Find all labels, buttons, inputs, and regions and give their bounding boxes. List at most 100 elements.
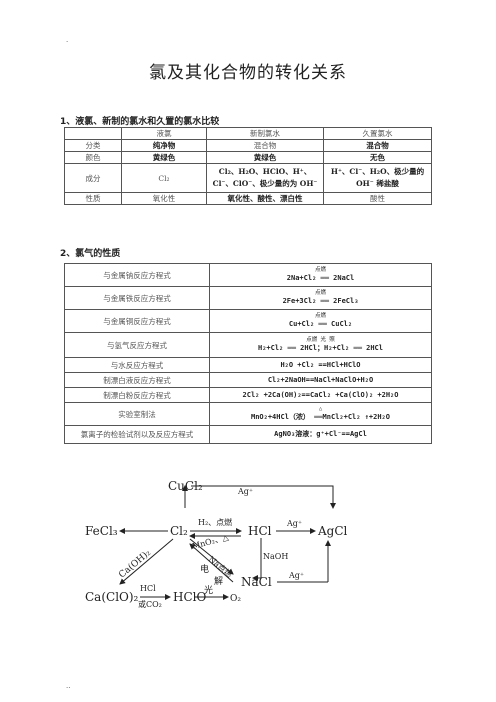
table-cell: 纯净物 (121, 139, 207, 152)
table-row: 实验室制法△MnO₂+4HCl（浓） ══MnCl₂+Cl₂ ↑+2H₂O (64, 402, 432, 426)
page-mark-top: . (66, 36, 69, 44)
page-title: 氯及其化合物的转化关系 (149, 63, 347, 83)
table-row: 制漂白粉反应方程式 2Cl₂ +2Ca(OH)₂==CaCl₂ +Ca(ClO)₂… (64, 387, 432, 403)
label-light: 光 (204, 584, 213, 596)
node-hclo: HClO (173, 590, 206, 604)
table-header-row: 液氯 新制氯水 久置氯水 (64, 127, 432, 140)
table-cell: 无色 (323, 151, 432, 164)
condition-label: 点燃 (314, 267, 326, 273)
section2-heading: 2、氯气的性质 (60, 249, 121, 259)
row-label: 与金属铜反应方程式 (64, 309, 210, 333)
table-cell: 氧化性 (121, 192, 207, 205)
label-hcl-small: HCl (140, 584, 156, 593)
table-cell: 黄绿色 (121, 151, 207, 164)
equation-text: 2Na+Cl₂ ══ 2NaCl (286, 274, 355, 282)
row-label: 实验室制法 (64, 402, 210, 426)
table-cell: 混合物 (206, 139, 324, 152)
table-row: 成分 Cl₂ Cl₂、H₂O、HClO、H⁺、Cl⁻、ClO⁻、极少量的为 OH… (64, 163, 432, 193)
node-cl2: Cl₂ (170, 524, 188, 538)
arrow-cl2-caclo2 (119, 538, 174, 585)
table-row: 颜色 黄绿色 黄绿色 无色 (64, 151, 432, 164)
header-cell: 液氯 (121, 127, 207, 140)
label-lysis: 解 (214, 575, 223, 587)
header-cell: 久置氯水 (323, 127, 432, 140)
equation-cell: 2Cl₂ +2Ca(OH)₂==CaCl₂ +Ca(ClO)₂ +2H₂O (209, 387, 432, 403)
condition-label: △ (318, 406, 323, 412)
header-cell: 新制氯水 (206, 127, 324, 140)
node-hcl: HCl (248, 524, 272, 538)
node-o2: O₂ (230, 594, 241, 604)
label-ag-1: Ag⁺ (237, 487, 253, 496)
row-label: 成分 (64, 163, 122, 193)
arrow-cl2-nacl (189, 538, 234, 575)
equation-text: Cl₂+2NaOH==NaCl+NaClO+H₂O (267, 375, 374, 384)
equation-cell: △MnO₂+4HCl（浓） ══MnCl₂+Cl₂ ↑+2H₂O (209, 402, 432, 426)
node-nacl: NaCl (241, 575, 272, 589)
header-cell (64, 127, 122, 140)
condition-label: 点燃 (314, 290, 326, 296)
table-cell: 黄绿色 (206, 151, 324, 164)
equation-cell: Cl₂+2NaOH==NaCl+NaClO+H₂O (209, 372, 432, 388)
label-ag-2: Ag⁺ (286, 519, 302, 528)
table-cell: 混合物 (323, 139, 432, 152)
equation-cell: AgNO₃溶液：g⁺+Cl⁻==AgCl (209, 425, 432, 444)
row-label: 制漂白粉反应方程式 (64, 387, 210, 403)
arrow-hcl-nacl (252, 538, 262, 581)
row-label: 制漂白液反应方程式 (64, 372, 210, 388)
label-naoh: NaOH (263, 552, 288, 561)
table-cell: 氧化性、酸性、漂白性 (206, 192, 324, 205)
table-cell: Cl₂ (121, 163, 207, 193)
row-label: 与水反应方程式 (64, 357, 210, 373)
condition-label: 点燃 光 照 (306, 337, 335, 343)
label-electro: 电 (200, 563, 209, 575)
table-row: 制漂白液反应方程式 Cl₂+2NaOH==NaCl+NaClO+H₂O (64, 372, 432, 388)
label-ag-3: Ag⁺ (288, 571, 304, 580)
arrow-cucl2-agcl (191, 485, 336, 509)
label-na-ignite: Na点燃 (207, 554, 235, 580)
equation-text: Cu+Cl₂ ══ CuCl₂ (288, 320, 353, 328)
label-h2-ignite: H₂、点燃 (198, 517, 232, 527)
row-label: 氯离子的检验试剂以及反应方程式 (64, 425, 210, 444)
equation-text: AgNO₃溶液：g⁺+Cl⁻==AgCl (274, 430, 367, 438)
node-agcl: AgCl (317, 524, 348, 538)
equation-cell: H₂O +Cl₂ ==HCl+HClO (209, 357, 432, 373)
row-label: 与氢气反应方程式 (64, 332, 210, 358)
equation-text: MnO₂+4HCl（浓） ══MnCl₂+Cl₂ ↑+2H₂O (250, 413, 390, 421)
label-caoh2: Ca(OH)₂ (117, 547, 154, 580)
section1-heading: 1、液氯、新制的氯水和久置的氯水比较 (60, 117, 220, 127)
equation-text: 2Fe+3Cl₂ ══ 2FeCl₃ (282, 297, 359, 305)
table-row: 分类 纯净物 混合物 混合物 (64, 139, 432, 152)
condition-label: 点燃 (314, 313, 326, 319)
page-mark-bottom: .. (66, 682, 71, 690)
label-mno2-heat: MnO₂、△ (191, 532, 230, 551)
table-cell: Cl₂、H₂O、HClO、H⁺、Cl⁻、ClO⁻、极少量的为 OH⁻ (206, 163, 324, 193)
node-cucl2: CuCl₂ (168, 479, 203, 493)
row-label: 性质 (64, 192, 122, 205)
node-fecl3: FeCl₃ (85, 524, 118, 538)
label-co2: 或CO₂ (138, 599, 162, 609)
comparison-table: 液氯 新制氯水 久置氯水 分类 纯净物 混合物 混合物 颜色 黄绿色 黄绿色 无… (64, 127, 432, 205)
row-label: 分类 (64, 139, 122, 152)
table-row: 氯离子的检验试剂以及反应方程式 AgNO₃溶液：g⁺+Cl⁻==AgCl (64, 425, 432, 444)
equation-text: H₂+Cl₂ ══ 2HCl；H₂+Cl₂ ══ 2HCl (257, 344, 383, 352)
table-cell: 酸性 (323, 192, 432, 205)
equation-text: H₂O +Cl₂ ==HCl+HClO (280, 360, 361, 369)
table-cell: H⁺、Cl⁻、H₂O、极少量的 OH⁻ 稀盐酸 (323, 163, 432, 193)
table-row: 与水反应方程式 H₂O +Cl₂ ==HCl+HClO (64, 357, 432, 373)
node-caclo2: Ca(ClO)₂ (85, 590, 139, 604)
row-label: 与金属铁反应方程式 (64, 286, 210, 310)
conversion-diagram: CuCl₂ Ag⁺ FeCl₃ Cl₂ HCl AgCl Ca(OH)₂ Ca(… (85, 479, 348, 609)
arrow-nacl-cl2 (189, 543, 234, 583)
row-label: 与金属钠反应方程式 (64, 263, 210, 287)
equation-text: 2Cl₂ +2Ca(OH)₂==CaCl₂ +Ca(ClO)₂ +2H₂O (242, 390, 399, 399)
table-row: 性质 氧化性 氧化性、酸性、漂白性 酸性 (64, 192, 432, 205)
